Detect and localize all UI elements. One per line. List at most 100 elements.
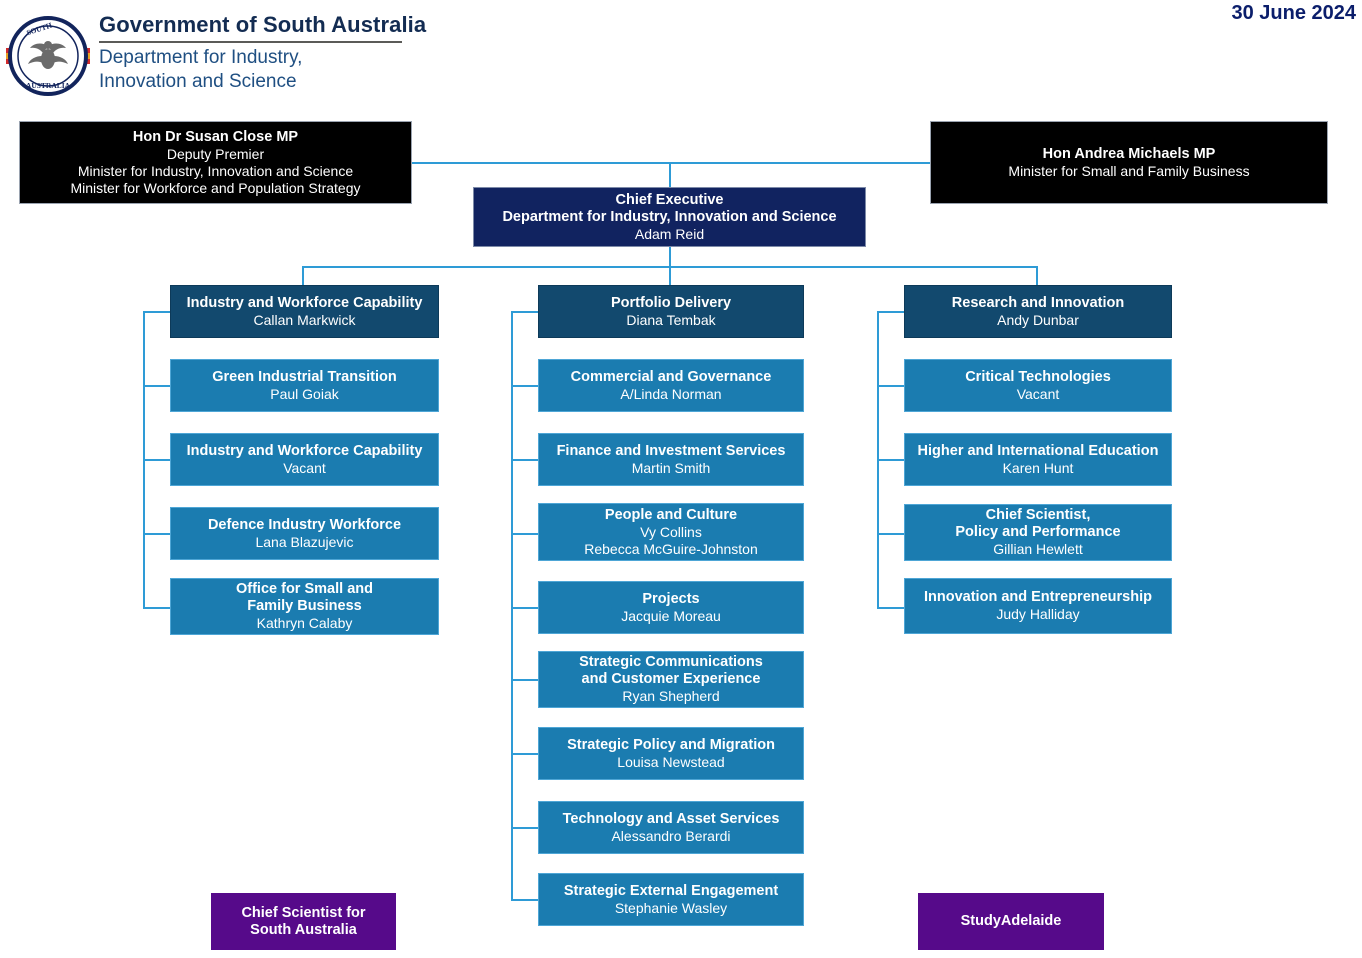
connector-stub-middle-4	[511, 607, 538, 609]
branch-finance-and-investment-services[interactable]: Finance and Investment Services Martin S…	[538, 433, 804, 486]
chief-executive-title: Chief Executive	[615, 191, 724, 208]
branch-office-small-family-business[interactable]: Office for Small and Family Business Kat…	[170, 578, 439, 635]
agency-studyadelaide[interactable]: StudyAdelaide	[918, 893, 1104, 950]
connector-stub-right-1	[877, 385, 904, 387]
branch-green-industrial-transition[interactable]: Green Industrial Transition Paul Goiak	[170, 359, 439, 412]
branch-name: Jacquie Moreau	[621, 607, 721, 624]
branch-name: Vy Collins Rebecca McGuire-Johnston	[584, 523, 758, 557]
branch-name: Vacant	[1016, 385, 1060, 402]
branch-title: Green Industrial Transition	[212, 368, 397, 385]
minister-box-andrea-michaels[interactable]: Hon Andrea Michaels MP Minister for Smal…	[930, 121, 1328, 204]
branch-name: Karen Hunt	[1002, 459, 1074, 476]
branch-critical-technologies[interactable]: Critical Technologies Vacant	[904, 359, 1172, 412]
branch-commercial-and-governance[interactable]: Commercial and Governance A/Linda Norman	[538, 359, 804, 412]
branch-chief-scientist-policy-and-performance[interactable]: Chief Scientist, Policy and Performance …	[904, 504, 1172, 561]
branch-title: Chief Scientist, Policy and Performance	[955, 507, 1121, 540]
branch-title: Commercial and Governance	[570, 368, 772, 385]
branch-title: Strategic Policy and Migration	[567, 736, 775, 753]
branch-name: Paul Goiak	[270, 385, 339, 402]
connector-stub-middle-5	[511, 679, 538, 681]
svg-text:AUSTRALIA: AUSTRALIA	[26, 81, 71, 90]
connector-stub-right-3	[877, 533, 904, 535]
division-head-portfolio-delivery[interactable]: Portfolio Delivery Diana Tembak	[538, 285, 804, 338]
division-title: Industry and Workforce Capability	[186, 294, 423, 311]
branch-title: Office for Small and Family Business	[236, 581, 373, 614]
division-name: Callan Markwick	[253, 311, 356, 328]
branch-technology-and-asset-services[interactable]: Technology and Asset Services Alessandro…	[538, 801, 804, 854]
branch-title: People and Culture	[604, 506, 738, 523]
minister-role-0: Minister for Small and Family Business	[1008, 162, 1250, 179]
division-name: Diana Tembak	[626, 311, 716, 328]
connector-stub-left-1	[143, 385, 170, 387]
branch-title: Innovation and Entrepreneurship	[924, 589, 1152, 605]
chief-executive-name: Adam Reid	[634, 225, 705, 242]
branch-name: Ryan Shepherd	[622, 688, 720, 704]
connector-ce-to-minister-bar	[669, 162, 671, 187]
branch-name: Vacant	[283, 459, 326, 476]
branch-name: Gillian Hewlett	[993, 541, 1083, 557]
branch-name: Alessandro Berardi	[611, 827, 731, 844]
branch-title: Industry and Workforce Capability	[186, 442, 423, 459]
branch-title: Critical Technologies	[965, 368, 1111, 385]
minister-box-susan-close[interactable]: Hon Dr Susan Close MP Deputy Premier Min…	[19, 121, 412, 204]
minister-title: Hon Dr Susan Close MP	[132, 128, 299, 145]
branch-title: Technology and Asset Services	[562, 810, 780, 827]
division-title: Research and Innovation	[951, 294, 1125, 311]
branch-name: Stephanie Wasley	[614, 899, 728, 916]
branch-people-and-culture[interactable]: People and Culture Vy Collins Rebecca Mc…	[538, 503, 804, 561]
agency-title: StudyAdelaide	[960, 913, 1062, 929]
connector-stub-middle-1	[511, 385, 538, 387]
connector-stub-middle-3	[511, 533, 538, 535]
connector-stub-left-0	[143, 311, 170, 313]
branch-innovation-and-entrepreneurship[interactable]: Innovation and Entrepreneurship Judy Hal…	[904, 578, 1172, 634]
connector-stub-middle-6	[511, 753, 538, 755]
connector-stub-right-0	[877, 311, 904, 313]
branch-strategic-external-engagement[interactable]: Strategic External Engagement Stephanie …	[538, 873, 804, 926]
connector-division-drop-right	[1036, 266, 1038, 287]
branch-name: Martin Smith	[631, 459, 711, 476]
department-name: Department for Industry, Innovation and …	[99, 47, 303, 92]
connector-division-bus	[302, 266, 1037, 268]
branch-higher-and-international-education[interactable]: Higher and International Education Karen…	[904, 433, 1172, 486]
branch-name: Lana Blazujevic	[255, 533, 354, 550]
connector-minister-right	[669, 162, 930, 164]
chart-date: 30 June 2024	[1231, 2, 1356, 24]
chief-executive-box[interactable]: Chief Executive Department for Industry,…	[473, 187, 866, 247]
chief-executive-department: Department for Industry, Innovation and …	[502, 208, 837, 225]
branch-name: Kathryn Calaby	[256, 615, 353, 631]
connector-stub-left-3	[143, 533, 170, 535]
branch-projects[interactable]: Projects Jacquie Moreau	[538, 581, 804, 634]
minister-title: Hon Andrea Michaels MP	[1042, 145, 1216, 162]
division-title: Portfolio Delivery	[610, 294, 732, 311]
branch-title: Strategic Communications and Customer Ex…	[579, 654, 763, 687]
agency-title: Chief Scientist for South Australia	[241, 904, 366, 938]
government-title: Government of South Australia	[99, 12, 427, 37]
connector-stub-left-2	[143, 459, 170, 461]
division-head-research-and-innovation[interactable]: Research and Innovation Andy Dunbar	[904, 285, 1172, 338]
south-australia-crest-icon: SOUTH AUSTRALIA	[4, 12, 92, 100]
division-name: Andy Dunbar	[997, 311, 1079, 328]
branch-strategic-policy-and-migration[interactable]: Strategic Policy and Migration Louisa Ne…	[538, 727, 804, 780]
agency-chief-scientist-for-south-australia[interactable]: Chief Scientist for South Australia	[211, 893, 396, 950]
connector-spine-middle	[511, 311, 513, 901]
division-head-industry-workforce-capability[interactable]: Industry and Workforce Capability Callan…	[170, 285, 439, 338]
branch-title: Strategic External Engagement	[563, 882, 779, 899]
connector-stub-right-4	[877, 607, 904, 609]
minister-role-0: Deputy Premier	[166, 145, 265, 162]
connector-minister-left	[411, 162, 671, 164]
connector-stub-middle-0	[511, 311, 538, 313]
branch-industry-workforce-capability[interactable]: Industry and Workforce Capability Vacant	[170, 433, 439, 486]
branch-name: Louisa Newstead	[617, 753, 725, 770]
connector-division-drop-left	[302, 266, 304, 287]
branch-title: Higher and International Education	[917, 442, 1159, 459]
connector-stub-middle-2	[511, 459, 538, 461]
branch-strategic-communications-customer-experience[interactable]: Strategic Communications and Customer Ex…	[538, 651, 804, 708]
connector-stub-right-2	[877, 459, 904, 461]
minister-role-1: Minister for Industry, Innovation and Sc…	[77, 162, 354, 179]
connector-stub-middle-8	[511, 899, 538, 901]
minister-role-2: Minister for Workforce and Population St…	[70, 179, 361, 196]
branch-defence-industry-workforce[interactable]: Defence Industry Workforce Lana Blazujev…	[170, 507, 439, 560]
connector-stub-left-4	[143, 607, 170, 609]
branch-title: Finance and Investment Services	[556, 442, 786, 459]
